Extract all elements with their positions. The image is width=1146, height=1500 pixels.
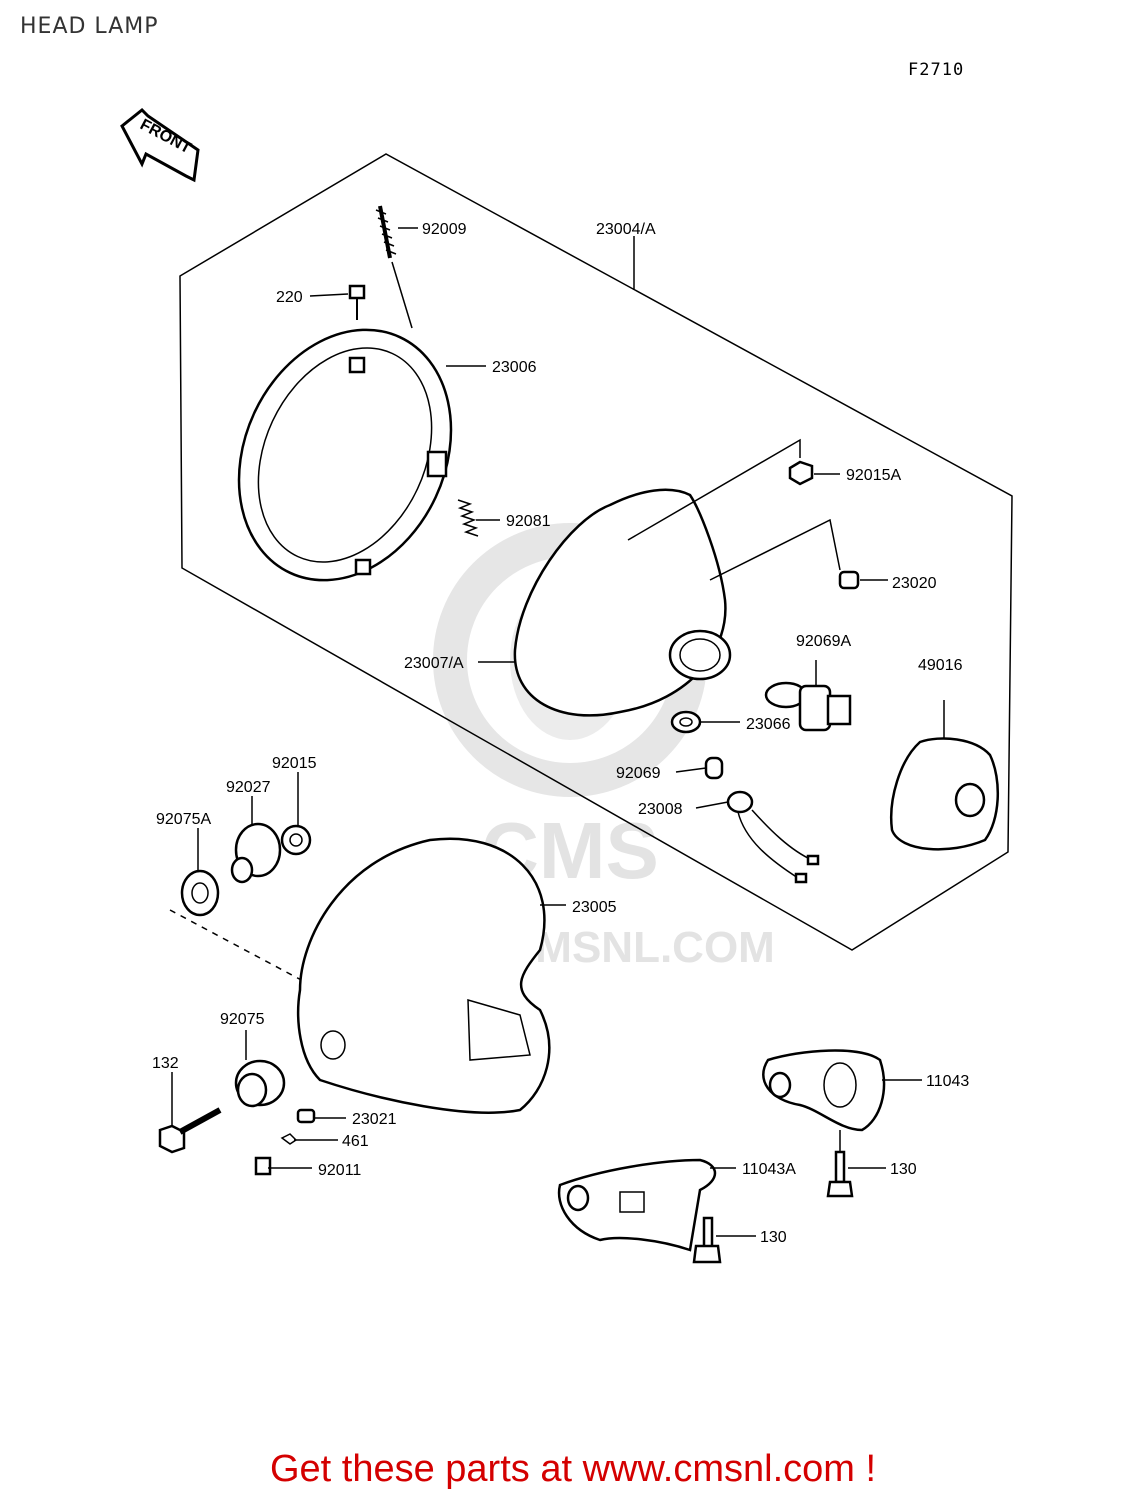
part-label: 220: [276, 289, 303, 306]
screw-92011: [254, 1156, 272, 1176]
clip-23020: [838, 570, 860, 590]
part-label: 92075A: [156, 811, 211, 828]
part-label: 23005: [572, 899, 617, 916]
bolt-130-lower: [692, 1216, 722, 1264]
part-label: 130: [760, 1229, 787, 1246]
bracket-11043: [762, 1049, 886, 1155]
grommet-92075: [234, 1059, 286, 1108]
bulb-92069: [704, 756, 724, 780]
cap-49016: [890, 700, 999, 851]
part-label: 92081: [506, 513, 551, 530]
parts-diagram: CMS WWW.CMSNL.COM FRONT: [120, 107, 1013, 1264]
bushing-92015: [280, 824, 312, 856]
part-label: 23007/A: [404, 655, 464, 672]
grommet-92075a: [180, 869, 220, 917]
part-label: 23021: [352, 1111, 397, 1128]
part-label: 11043A: [742, 1161, 796, 1178]
part-label: 49016: [918, 657, 963, 674]
part-label: 130: [890, 1161, 917, 1178]
part-label: 23020: [892, 575, 937, 592]
diagram-code: F2710: [908, 60, 965, 80]
part-label: 23006: [492, 359, 537, 376]
clip-23021: [296, 1108, 316, 1124]
part-label: 92011: [318, 1162, 361, 1179]
bracket-11043a: [557, 1158, 717, 1252]
screw-92009: [375, 205, 413, 329]
rim-23006: [237, 328, 453, 582]
part-label: 11043: [926, 1073, 969, 1090]
nut-92015a: [788, 460, 814, 486]
assembly-outline: [179, 153, 1013, 951]
part-label: 92069: [616, 765, 661, 782]
bolt-130-upper: [826, 1150, 854, 1198]
part-label: 92015: [272, 755, 317, 772]
part-label: 92027: [226, 779, 271, 796]
leader-lines: [171, 227, 922, 1237]
part-label: 92069A: [796, 633, 851, 650]
part-label: 132: [152, 1055, 179, 1072]
part-label: 23004/A: [596, 221, 656, 238]
collar-92027: [230, 822, 282, 884]
part-labels: 92009 23004/A 220 23006 92015A 92081 230…: [152, 221, 969, 1246]
part-label: 461: [342, 1133, 369, 1150]
housing-23005: [296, 837, 551, 1114]
part-label: 92009: [422, 221, 467, 238]
page-title: HEAD LAMP: [20, 14, 159, 39]
reflector-23007a: [513, 438, 841, 717]
bolt-132: [158, 1107, 222, 1154]
spring-92081: [457, 499, 479, 537]
clip-461: [280, 1133, 298, 1145]
promo-link[interactable]: Get these parts at www.cmsnl.com !: [269, 1448, 877, 1490]
part-label: 92075: [220, 1011, 265, 1028]
part-label: 23066: [746, 716, 791, 733]
front-arrow-icon: FRONT: [120, 107, 200, 183]
screw-220: [348, 284, 366, 320]
grommet-23066: [670, 710, 702, 734]
socket-23008: [726, 790, 820, 884]
part-label: 92015A: [846, 467, 901, 484]
bulb-92069a: [764, 660, 852, 732]
part-label: 23008: [638, 801, 683, 818]
